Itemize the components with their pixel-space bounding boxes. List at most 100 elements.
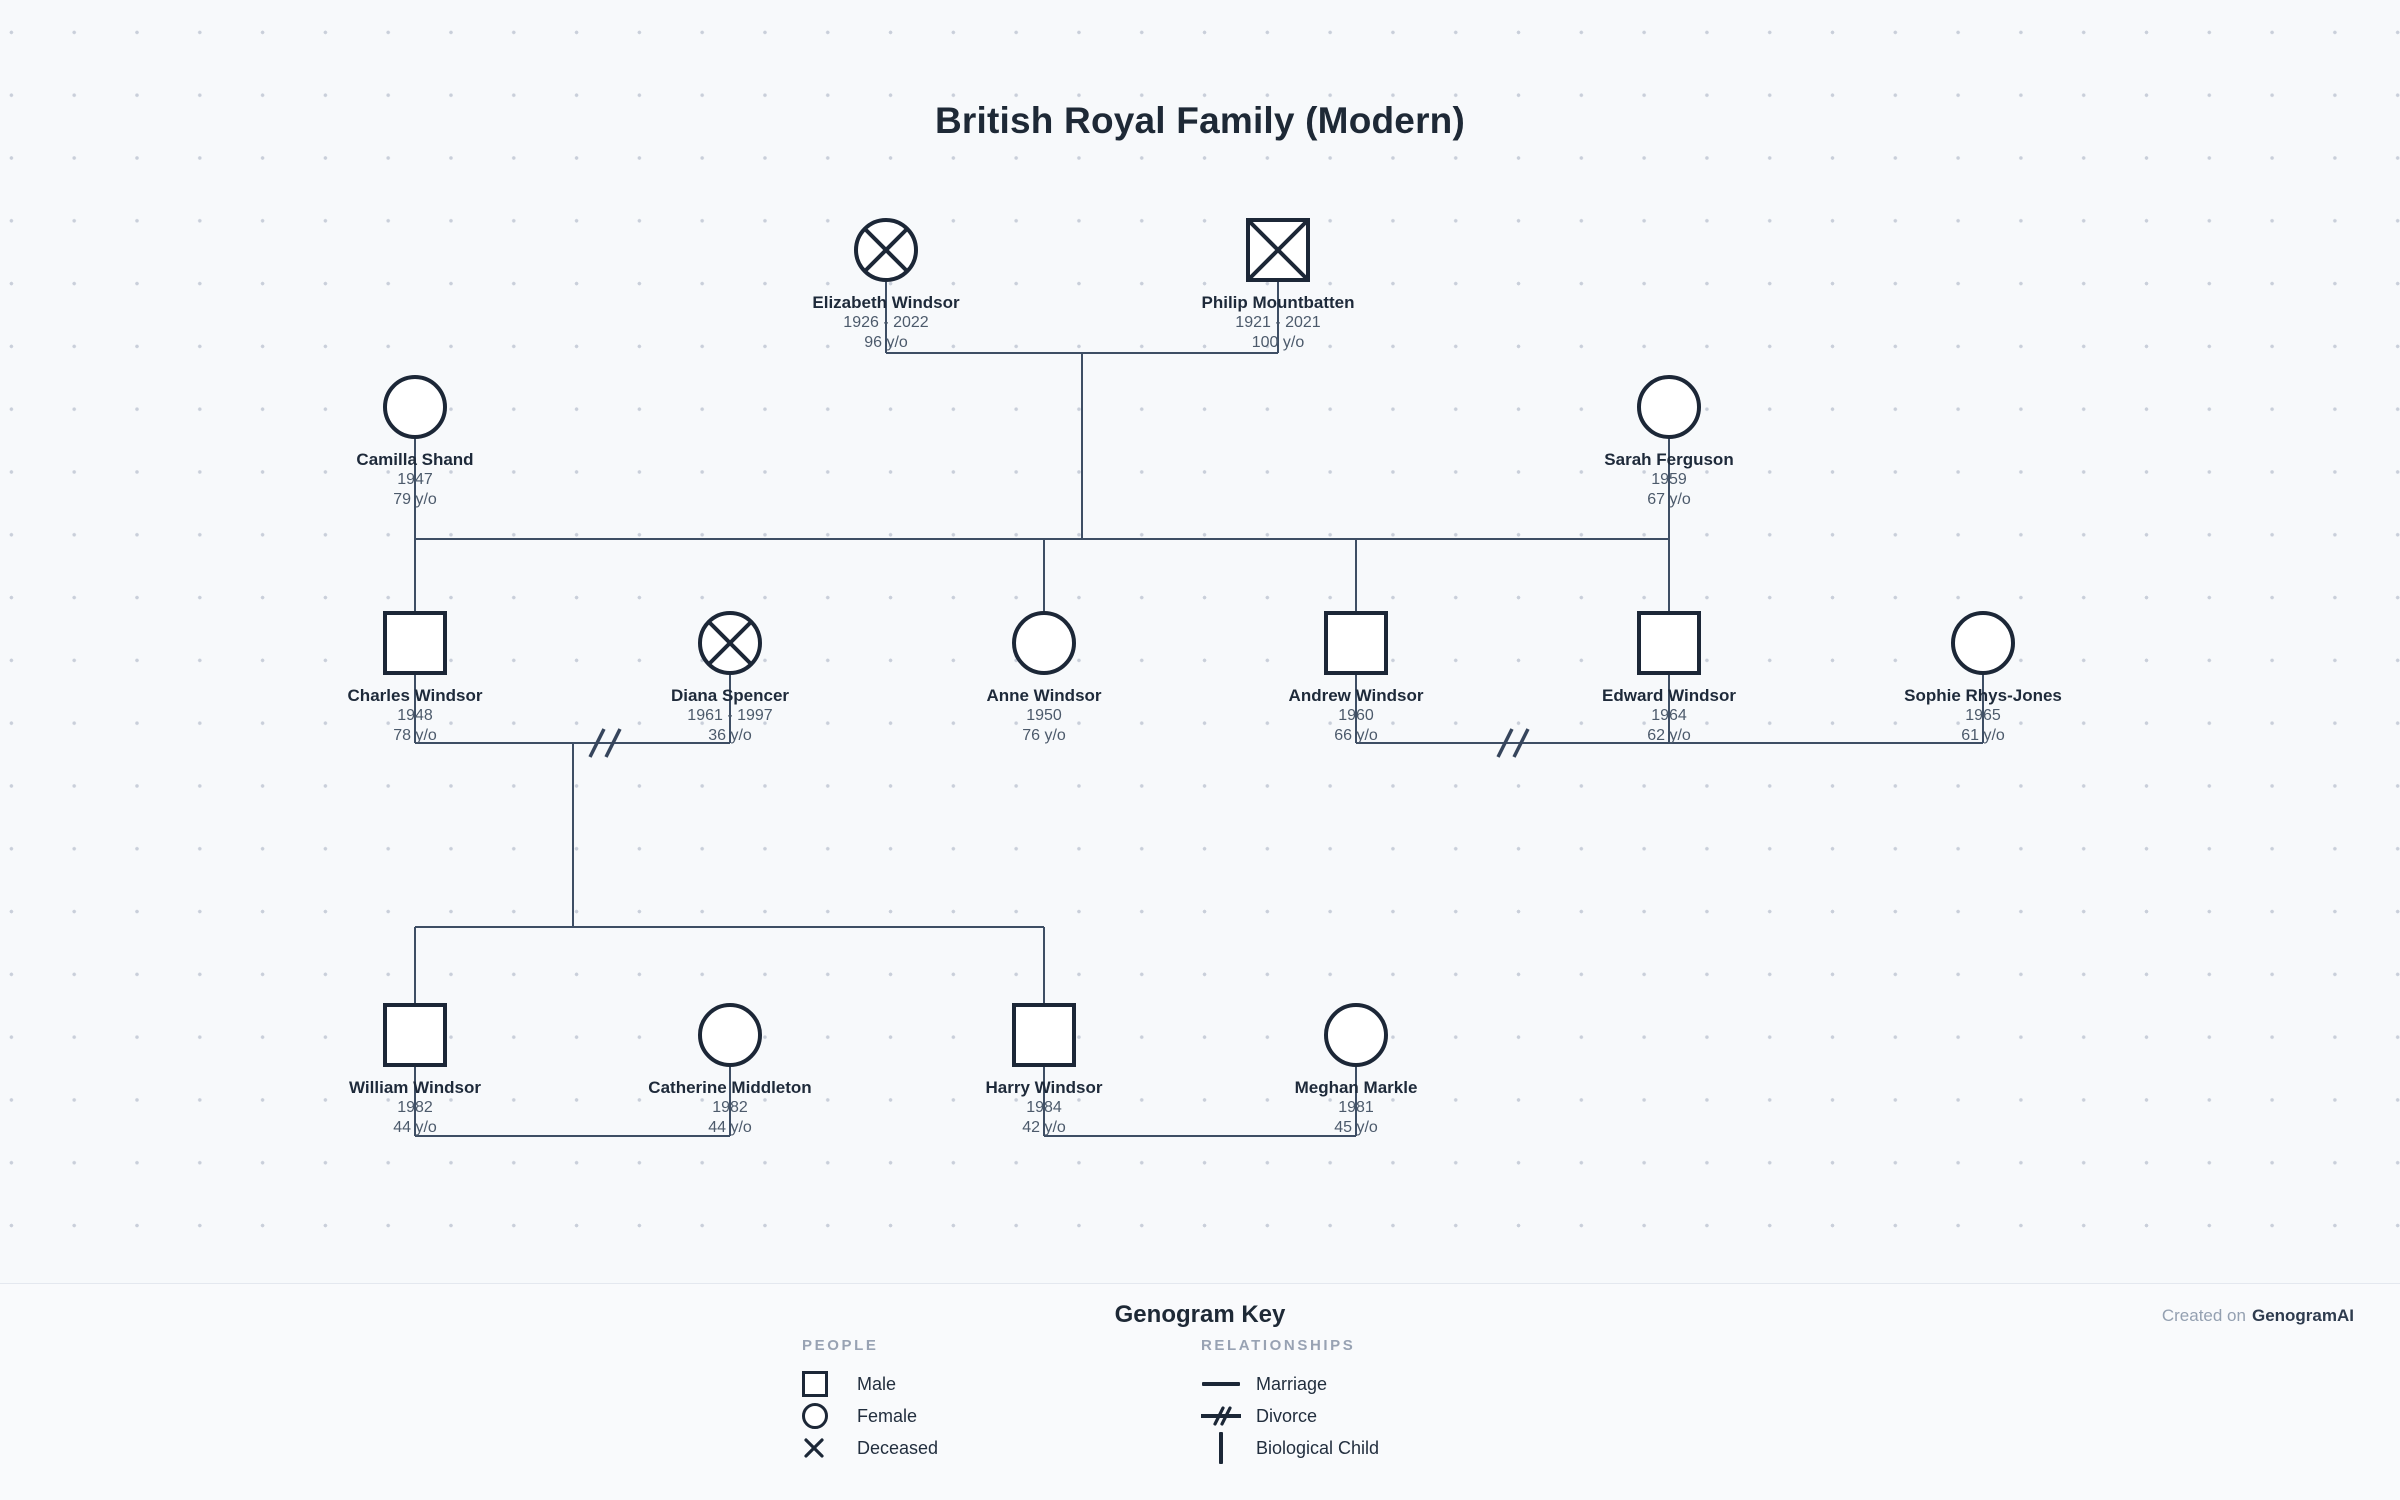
person-name: Sophie Rhys-Jones bbox=[1904, 686, 2062, 705]
marriage-line-icon bbox=[1202, 1382, 1240, 1386]
node-edward-windsor[interactable] bbox=[1637, 611, 1701, 675]
key-title: Genogram Key bbox=[1114, 1301, 1286, 1328]
person-name: Edward Windsor bbox=[1602, 686, 1736, 705]
person-years: 1981 bbox=[1338, 1099, 1374, 1116]
person-name: Catherine Middleton bbox=[648, 1078, 812, 1097]
node-charles-windsor[interactable] bbox=[383, 611, 447, 675]
person-name: Charles Windsor bbox=[347, 686, 483, 705]
person-label-elizabeth-windsor: Elizabeth Windsor 1926 - 2022 96 y/o bbox=[756, 292, 1016, 353]
divorce-mark-charles-diana-icon bbox=[588, 728, 606, 758]
node-philip-mountbatten[interactable] bbox=[1246, 218, 1310, 282]
person-label-catherine-middleton: Catherine Middleton 1982 44 y/o bbox=[600, 1077, 860, 1138]
key-relationships-header: RELATIONSHIPS bbox=[1201, 1337, 1356, 1354]
female-icon[interactable] bbox=[1012, 611, 1076, 675]
node-camilla-shand[interactable] bbox=[383, 375, 447, 439]
person-label-william-windsor: William Windsor 1982 44 y/o bbox=[285, 1077, 545, 1138]
divorce-mark-andrew-sarah-icon bbox=[1512, 728, 1530, 758]
person-name: Anne Windsor bbox=[986, 686, 1102, 705]
male-icon[interactable] bbox=[383, 611, 447, 675]
person-age: 45 y/o bbox=[1334, 1119, 1378, 1136]
male-icon[interactable] bbox=[1012, 1003, 1076, 1067]
person-years: 1959 bbox=[1651, 471, 1687, 488]
person-years: 1961 - 1997 bbox=[687, 707, 773, 724]
person-label-sarah-ferguson: Sarah Ferguson 1959 67 y/o bbox=[1539, 449, 1799, 510]
genogram-canvas: British Royal Family (Modern) bbox=[0, 0, 2400, 1283]
person-years: 1950 bbox=[1026, 707, 1062, 724]
person-age: 61 y/o bbox=[1961, 727, 2005, 744]
person-name: Diana Spencer bbox=[670, 686, 790, 705]
node-anne-windsor[interactable] bbox=[1012, 611, 1076, 675]
person-label-harry-windsor: Harry Windsor 1984 42 y/o bbox=[914, 1077, 1174, 1138]
node-meghan-markle[interactable] bbox=[1324, 1003, 1388, 1067]
person-name: Andrew Windsor bbox=[1288, 686, 1424, 705]
male-icon[interactable] bbox=[383, 1003, 447, 1067]
node-andrew-windsor[interactable] bbox=[1324, 611, 1388, 675]
genogram-key-panel: Genogram Key Created on GenogramAI PEOPL… bbox=[0, 1283, 2400, 1500]
female-icon[interactable] bbox=[1324, 1003, 1388, 1067]
deceased-x-icon bbox=[804, 1438, 824, 1458]
person-age: 79 y/o bbox=[393, 491, 437, 508]
person-label-camilla-shand: Camilla Shand 1947 79 y/o bbox=[285, 449, 545, 510]
divorce-mark-charles-diana-icon bbox=[604, 728, 622, 758]
person-years: 1964 bbox=[1651, 707, 1687, 724]
person-label-meghan-markle: Meghan Markle 1981 45 y/o bbox=[1226, 1077, 1486, 1138]
person-name: Elizabeth Windsor bbox=[812, 293, 960, 312]
female-icon[interactable] bbox=[1637, 375, 1701, 439]
person-age: 78 y/o bbox=[393, 727, 437, 744]
person-nodes bbox=[383, 218, 2015, 1067]
divorce-marks bbox=[588, 728, 1530, 758]
key-people-header: PEOPLE bbox=[802, 1337, 879, 1354]
node-sophie-rhys-jones[interactable] bbox=[1951, 611, 2015, 675]
key-label-deceased: Deceased bbox=[857, 1437, 939, 1458]
brand-name: GenogramAI bbox=[2251, 1306, 2354, 1325]
deceased-x-icon bbox=[707, 620, 753, 666]
node-diana-spencer[interactable] bbox=[698, 611, 762, 675]
biological-child-line-icon bbox=[1219, 1432, 1223, 1464]
connector-lines bbox=[414, 282, 1984, 1137]
key-item-marriage: Marriage bbox=[1201, 1369, 1379, 1399]
person-name: Camilla Shand bbox=[356, 450, 474, 469]
person-label-diana-spencer: Diana Spencer 1961 - 1997 36 y/o bbox=[600, 685, 860, 746]
person-label-andrew-windsor: Andrew Windsor 1960 66 y/o bbox=[1226, 685, 1486, 746]
person-years: 1921 - 2021 bbox=[1235, 314, 1321, 331]
node-sarah-ferguson[interactable] bbox=[1637, 375, 1701, 439]
key-label-divorce: Divorce bbox=[1256, 1405, 1318, 1426]
person-name: Sarah Ferguson bbox=[1604, 450, 1734, 469]
created-on-text: Created on bbox=[2161, 1306, 2246, 1325]
key-relationships-column: RELATIONSHIPS Marriage Di bbox=[1201, 1337, 1380, 1464]
node-catherine-middleton[interactable] bbox=[698, 1003, 762, 1067]
female-icon[interactable] bbox=[383, 375, 447, 439]
key-item-female: Female bbox=[802, 1401, 938, 1431]
node-elizabeth-windsor[interactable] bbox=[854, 218, 918, 282]
person-years: 1947 bbox=[397, 471, 433, 488]
key-people-column: PEOPLE Male Female bbox=[802, 1338, 938, 1463]
male-icon[interactable] bbox=[1324, 611, 1388, 675]
person-years: 1948 bbox=[397, 707, 433, 724]
node-harry-windsor[interactable] bbox=[1012, 1003, 1076, 1067]
person-years: 1960 bbox=[1338, 707, 1374, 724]
person-label-edward-windsor: Edward Windsor 1964 62 y/o bbox=[1539, 685, 1799, 746]
key-label-female: Female bbox=[857, 1405, 918, 1426]
key-item-biological-child: Biological Child bbox=[1201, 1432, 1380, 1464]
person-name: Meghan Markle bbox=[1294, 1078, 1418, 1097]
key-label-marriage: Marriage bbox=[1256, 1373, 1328, 1394]
female-icon[interactable] bbox=[698, 1003, 762, 1067]
person-age: 76 y/o bbox=[1022, 727, 1066, 744]
genogram-diagram bbox=[383, 218, 2015, 1137]
male-icon[interactable] bbox=[1637, 611, 1701, 675]
female-icon[interactable] bbox=[1951, 611, 2015, 675]
person-label-philip-mountbatten: Philip Mountbatten 1921 - 2021 100 y/o bbox=[1148, 292, 1408, 353]
person-age: 66 y/o bbox=[1334, 727, 1378, 744]
divorce-mark-andrew-sarah-icon bbox=[1496, 728, 1514, 758]
key-label-biological-child: Biological Child bbox=[1256, 1437, 1380, 1458]
female-icon bbox=[802, 1403, 828, 1429]
key-item-deceased: Deceased bbox=[802, 1433, 938, 1463]
person-years: 1982 bbox=[712, 1099, 748, 1116]
person-age: 62 y/o bbox=[1647, 727, 1691, 744]
person-name: Philip Mountbatten bbox=[1201, 293, 1355, 312]
node-william-windsor[interactable] bbox=[383, 1003, 447, 1067]
person-age: 42 y/o bbox=[1022, 1119, 1066, 1136]
person-years: 1984 bbox=[1026, 1099, 1062, 1116]
person-name: Harry Windsor bbox=[985, 1078, 1103, 1097]
